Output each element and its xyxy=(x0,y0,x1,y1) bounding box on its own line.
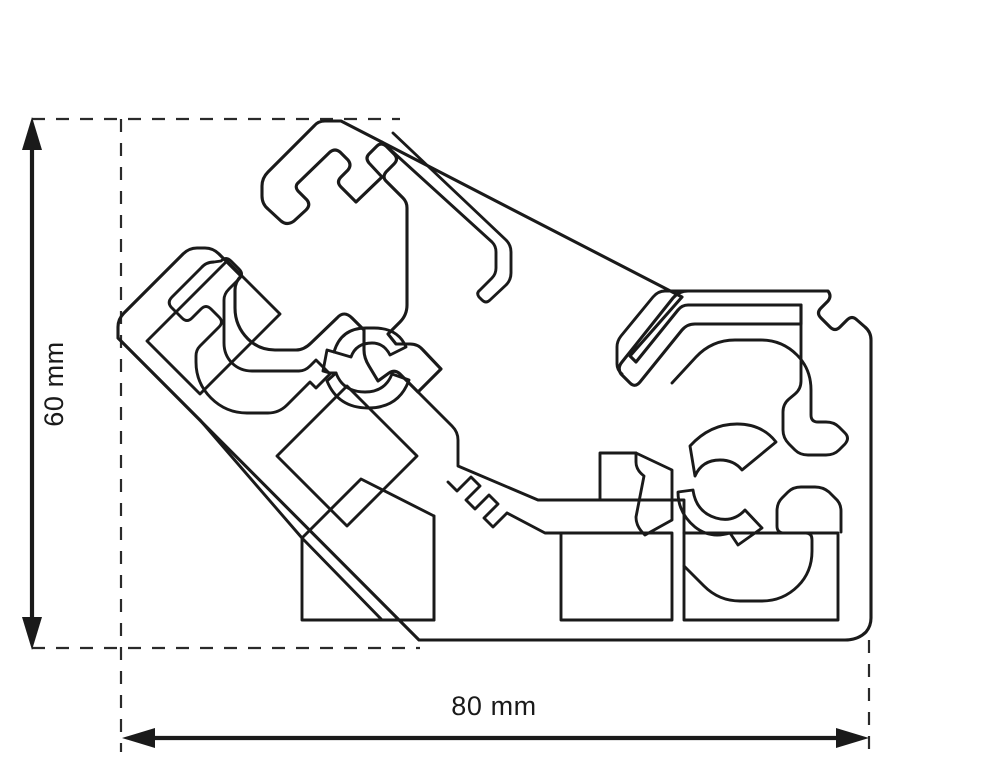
wall-inner-diagonal xyxy=(116,336,202,422)
center-bore-circle xyxy=(332,326,408,359)
profile-cross-section xyxy=(116,119,873,642)
dimension-width-label: 80 mm xyxy=(451,691,537,721)
profile-outer-boundary xyxy=(116,119,873,642)
hook-cavity-upper-left xyxy=(167,257,332,415)
web-bottom-ledge xyxy=(505,511,563,535)
t-slot-web-top xyxy=(354,175,384,204)
center-bore-keyway-left xyxy=(321,348,338,375)
right-bore-lower xyxy=(676,488,764,547)
dimension-height: 60 mm xyxy=(22,117,69,650)
chamber-right xyxy=(682,531,840,622)
c-channel-right-upper xyxy=(670,322,849,457)
arrow-left-icon xyxy=(122,728,155,748)
web-right-link xyxy=(598,451,638,502)
dimension-height-label: 60 mm xyxy=(39,341,69,427)
web-bore-to-bottom xyxy=(416,390,686,535)
right-bore-circle xyxy=(688,422,778,478)
center-bore-lower-arc xyxy=(325,371,411,410)
arrow-up-icon xyxy=(22,117,42,150)
right-bore-keyway xyxy=(634,451,674,537)
c-channel-right-lower xyxy=(682,485,843,603)
arrow-down-icon xyxy=(22,617,42,650)
dimension-width: 80 mm xyxy=(122,691,869,748)
diamond-chamber-middle xyxy=(275,384,419,528)
chamber-center-square xyxy=(559,531,674,622)
extension-lines xyxy=(32,117,871,752)
sealing-lip-top-right xyxy=(380,131,513,304)
arrow-right-icon xyxy=(836,728,869,748)
sealing-lip-right xyxy=(615,289,690,376)
comb-notches xyxy=(446,475,509,529)
diamond-chamber-upper xyxy=(145,259,282,396)
wall-outer-diagonal xyxy=(198,418,421,622)
